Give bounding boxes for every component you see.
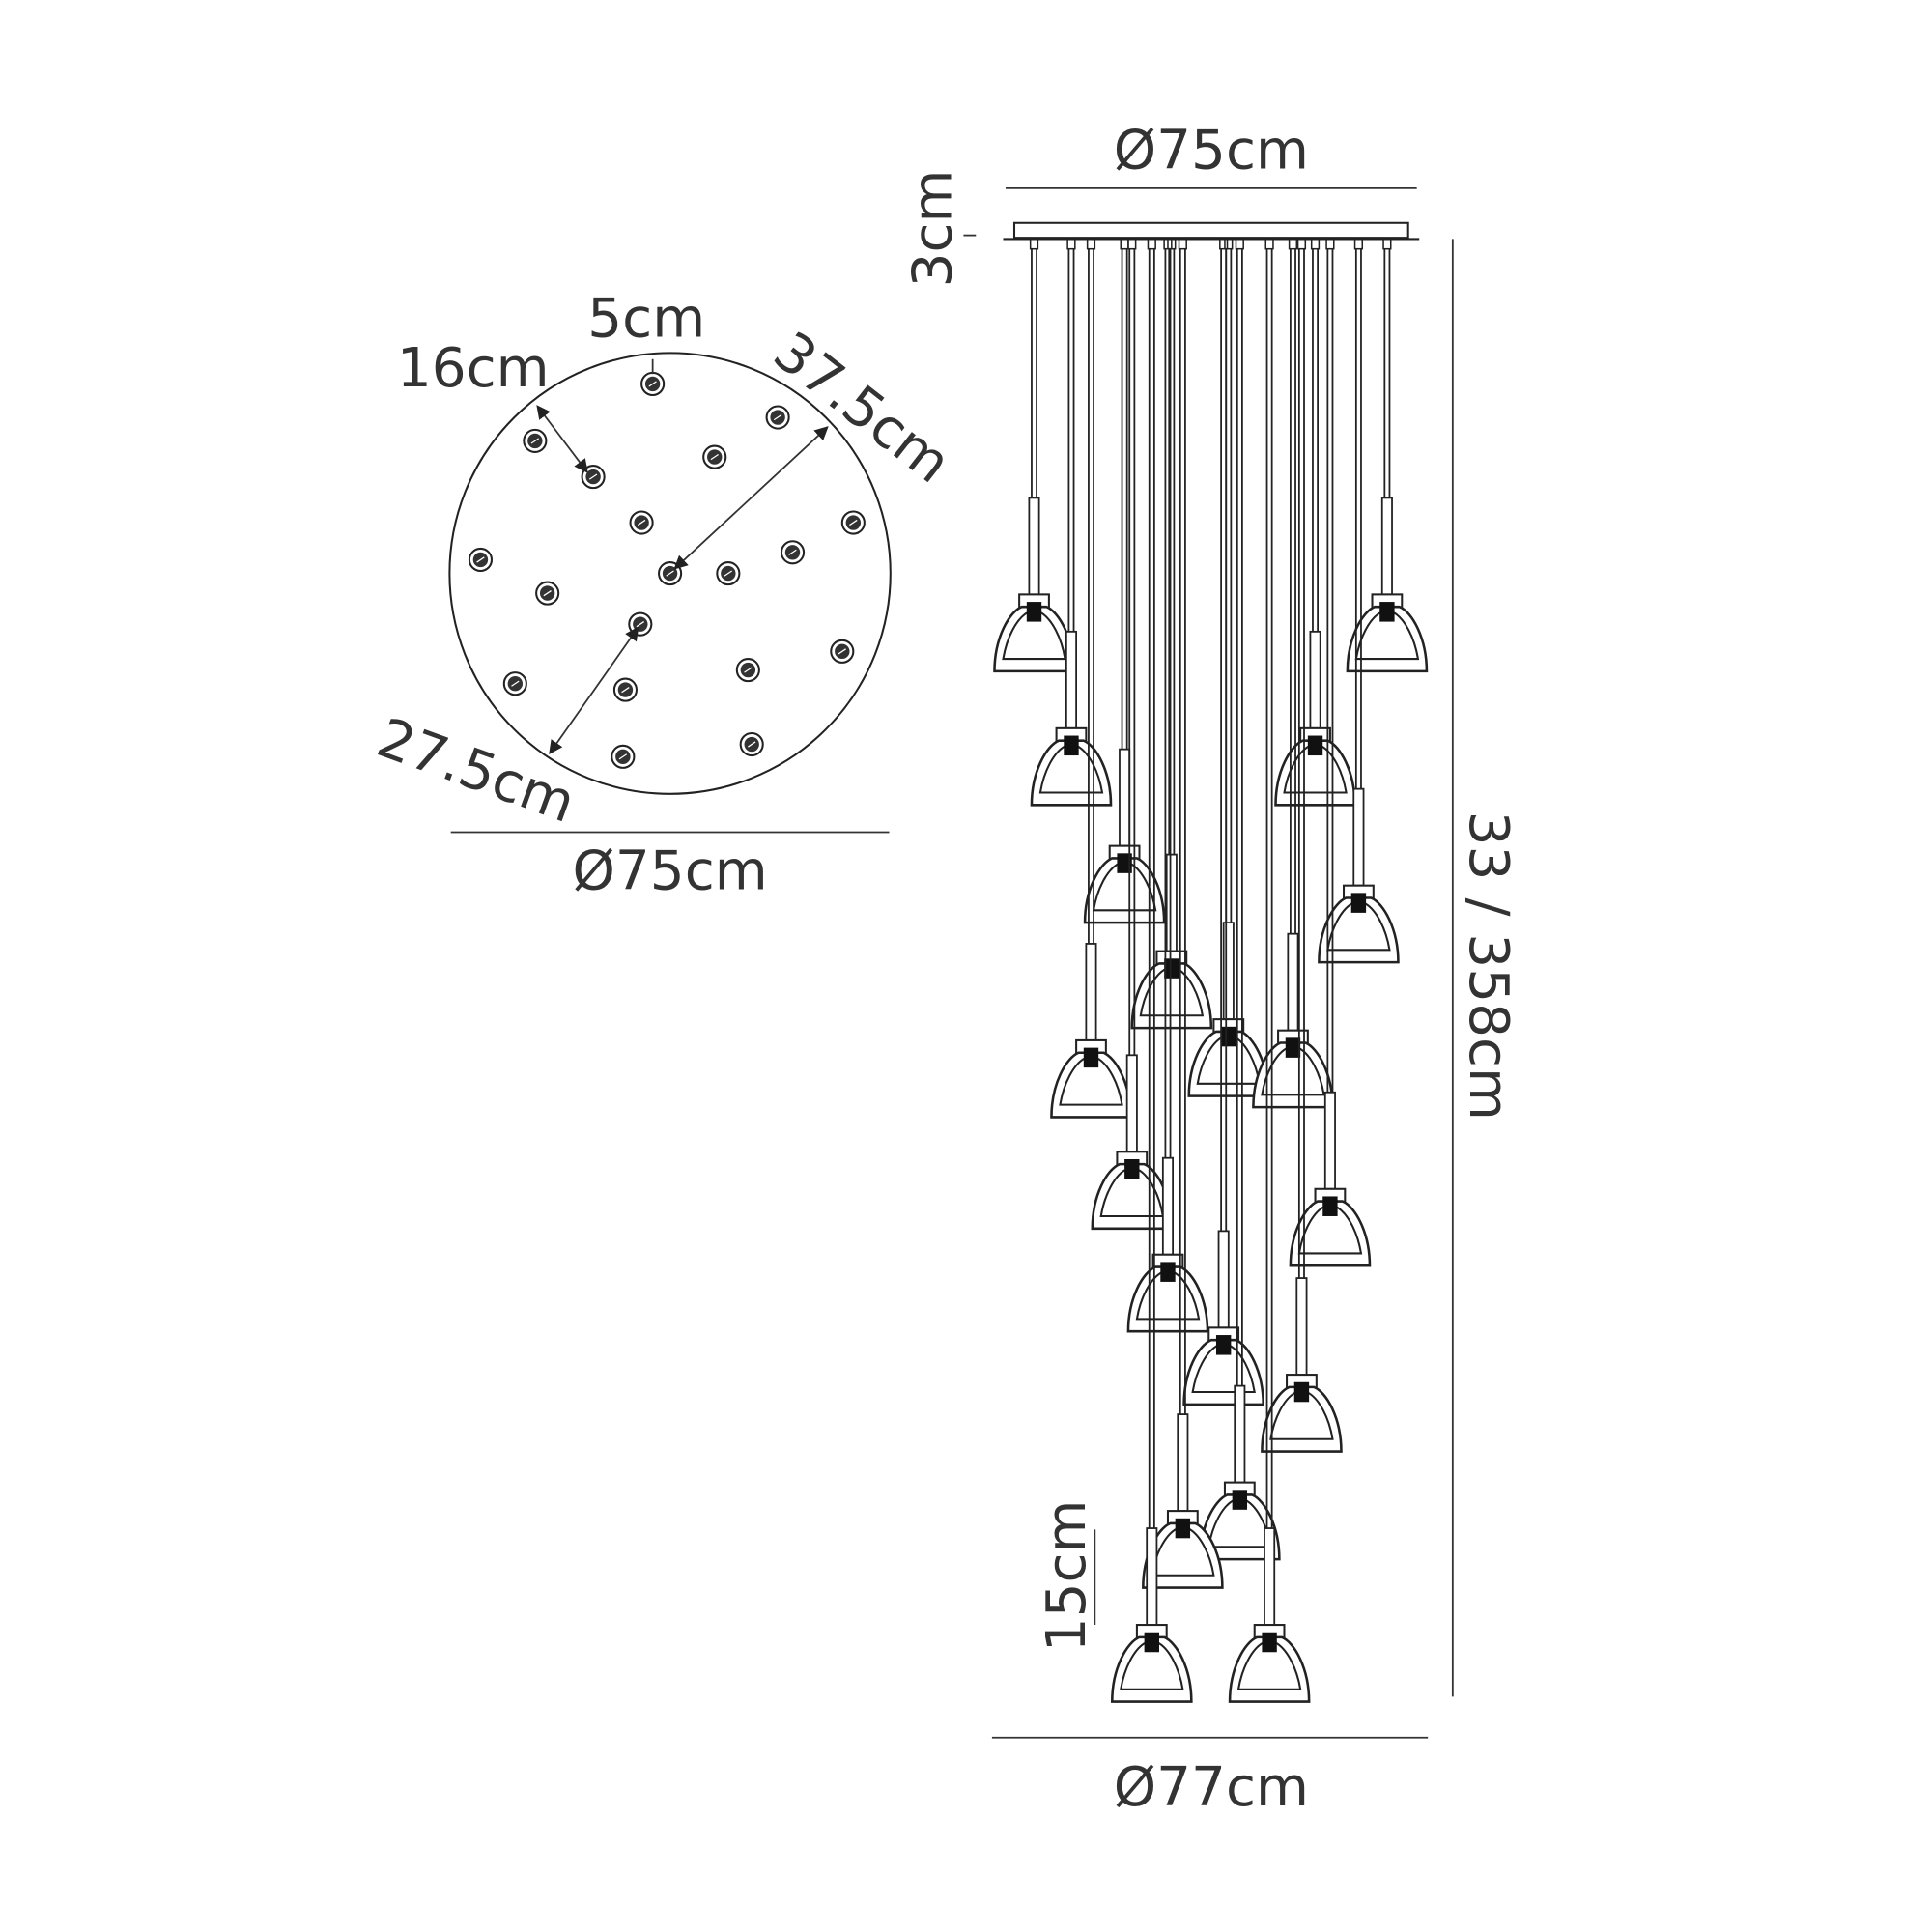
suspension-point — [468, 547, 493, 573]
pendant — [1091, 238, 1174, 1231]
pendant — [1182, 238, 1264, 1406]
suspension-point — [640, 371, 666, 396]
suspension-point — [739, 731, 764, 757]
pendant — [1187, 238, 1270, 1097]
offset-arrow — [536, 405, 588, 473]
pendant — [1261, 238, 1343, 1453]
suspension-points — [468, 371, 866, 769]
suspension-point — [523, 428, 548, 453]
suspension-point — [611, 744, 636, 769]
suspension-point — [658, 561, 683, 586]
inner-radius-arrow — [549, 626, 639, 754]
plan-view: Ø75cm 5cm 16cm 37.5cm 27.5cm — [369, 288, 961, 903]
ceiling-canopy — [1012, 221, 1409, 240]
canopy-plan-circle — [448, 352, 892, 795]
pendant — [1083, 238, 1166, 924]
pendant — [1110, 238, 1193, 1703]
suspension-point — [535, 581, 560, 606]
suspension-point — [581, 465, 606, 490]
suspension-point — [716, 561, 741, 586]
suspension-point — [840, 510, 866, 535]
overall-diameter-label: Ø77cm — [1114, 1756, 1309, 1819]
outer-radius-label: 37.5cm — [762, 321, 962, 496]
pendant — [1274, 238, 1356, 807]
canopy-height-label: 3cm — [902, 170, 965, 288]
suspension-point — [612, 677, 638, 702]
elevation-view: Ø75cm 3cm 33 / 358cm 15cm Ø77cm — [902, 119, 1520, 1819]
suspension-point — [702, 444, 727, 469]
pendants — [993, 238, 1429, 1703]
outer-radius-arrow — [673, 426, 829, 570]
pendant — [1346, 238, 1429, 673]
suspension-point — [502, 671, 527, 696]
pendant — [1126, 238, 1209, 1333]
inner-radius-label: 27.5cm — [369, 707, 582, 836]
spacing-label: 5cm — [587, 288, 705, 351]
offset-label: 16cm — [397, 337, 550, 400]
drop-height-label: 33 / 358cm — [1457, 811, 1520, 1121]
suspension-point — [629, 510, 654, 535]
pendant — [1130, 238, 1213, 1030]
canopy-diameter-label: Ø75cm — [1114, 119, 1309, 182]
pendant — [993, 238, 1075, 673]
suspension-point — [780, 540, 806, 565]
pendant — [1030, 238, 1113, 807]
pendant — [1228, 238, 1311, 1703]
pendant — [1199, 238, 1281, 1561]
shade-height-label: 15cm — [1036, 1500, 1098, 1653]
pendant — [1050, 238, 1132, 1119]
plan-diameter-label: Ø75cm — [573, 840, 768, 903]
suspension-point — [765, 405, 790, 430]
pendant — [1318, 238, 1400, 964]
suspension-point — [735, 658, 760, 683]
pendant — [1289, 238, 1372, 1267]
pendant — [1252, 238, 1334, 1109]
suspension-point — [628, 611, 653, 637]
suspension-point — [830, 639, 855, 664]
